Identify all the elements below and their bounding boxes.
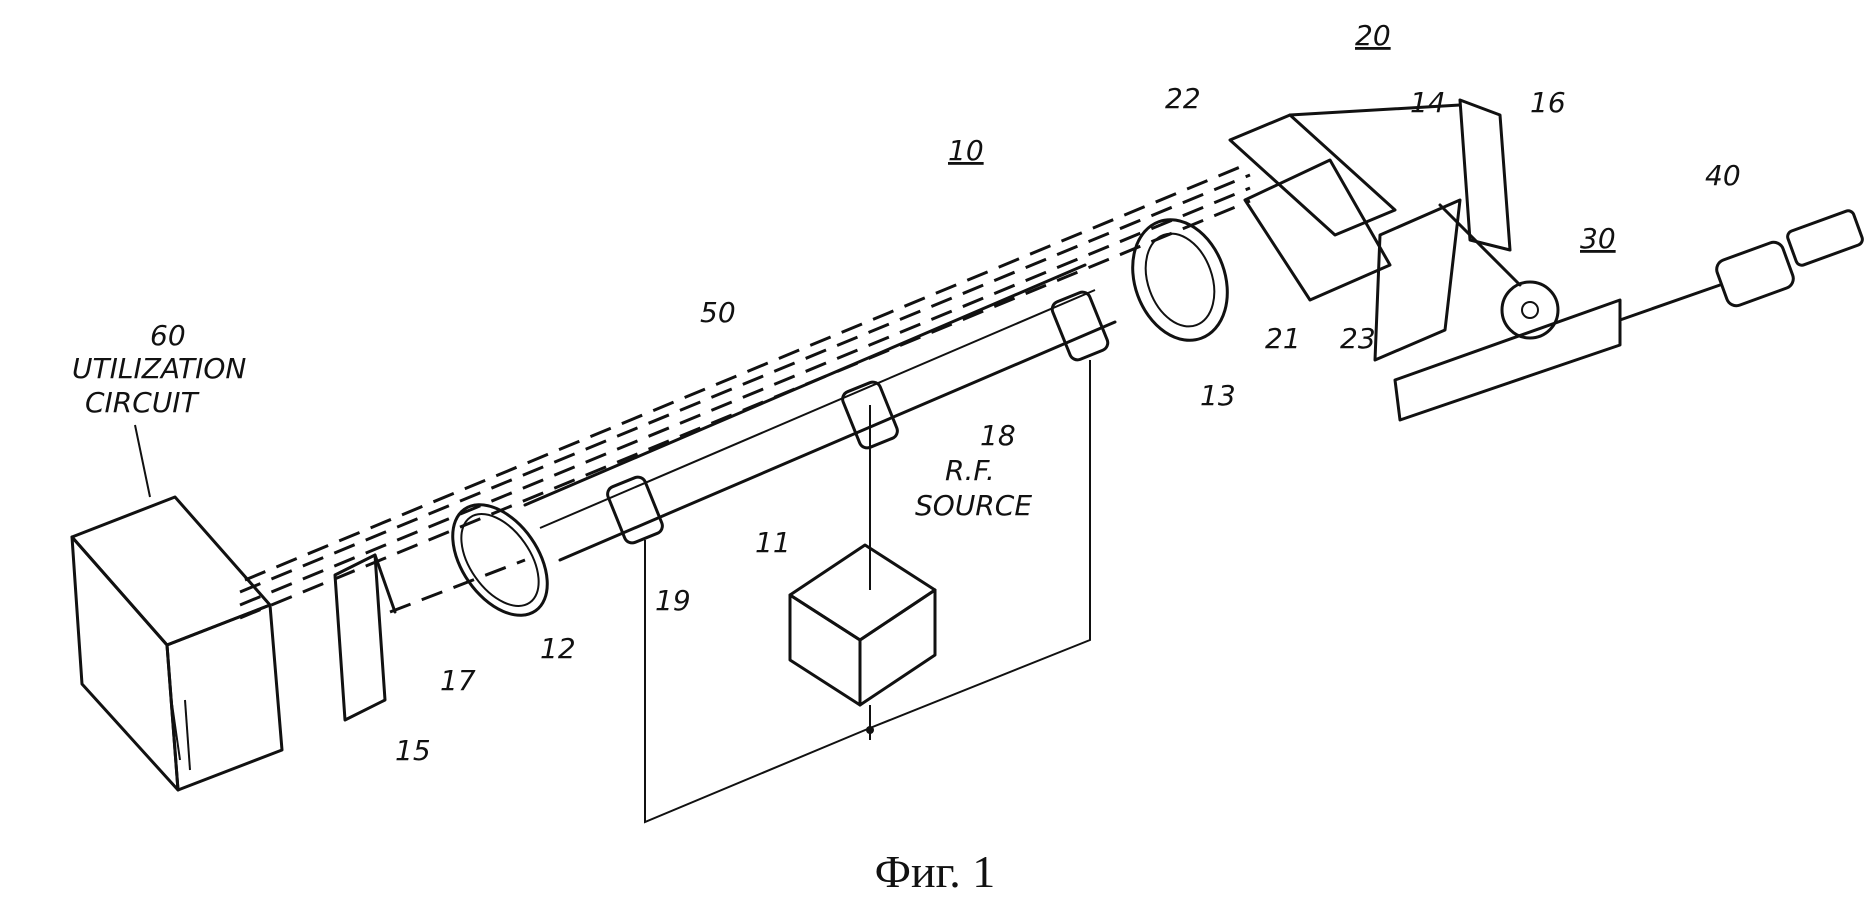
label-50: 50	[700, 296, 736, 329]
label-15: 15	[395, 734, 431, 767]
label-utilization: UTILIZATION	[72, 352, 246, 385]
label-21: 21	[1265, 322, 1301, 355]
label-18: 18	[980, 419, 1016, 452]
label-source: SOURCE	[915, 489, 1032, 522]
label-60: 60	[150, 319, 186, 352]
label-10: 10	[948, 134, 984, 167]
label-17: 17	[440, 664, 476, 697]
laser-tube	[451, 218, 1229, 617]
label-23: 23	[1340, 322, 1376, 355]
utilization-circuit-box	[70, 495, 284, 792]
output-beam	[239, 163, 1251, 620]
label-19: 19	[655, 584, 691, 617]
grating-assembly	[1228, 98, 1864, 422]
reference-labels: 60 UTILIZATION CIRCUIT 10 50 11 19 12 17…	[72, 19, 1741, 767]
label-rf: R.F.	[945, 454, 995, 487]
label-13: 13	[1200, 379, 1236, 412]
label-22: 22	[1165, 82, 1201, 115]
leader-60	[134, 424, 151, 498]
internal-beam-17	[389, 558, 526, 614]
label-20: 20	[1355, 19, 1391, 52]
rf-wiring	[644, 360, 1091, 824]
label-12: 12	[540, 632, 576, 665]
rf-source-box	[788, 543, 937, 707]
label-30: 30	[1580, 222, 1616, 255]
figure-caption: Фиг. 1	[874, 846, 996, 897]
label-16: 16	[1530, 86, 1566, 119]
label-14: 14	[1410, 86, 1446, 119]
label-40: 40	[1705, 159, 1741, 192]
label-circuit: CIRCUIT	[85, 386, 200, 419]
mirror-15	[333, 553, 397, 722]
label-11: 11	[755, 526, 791, 559]
